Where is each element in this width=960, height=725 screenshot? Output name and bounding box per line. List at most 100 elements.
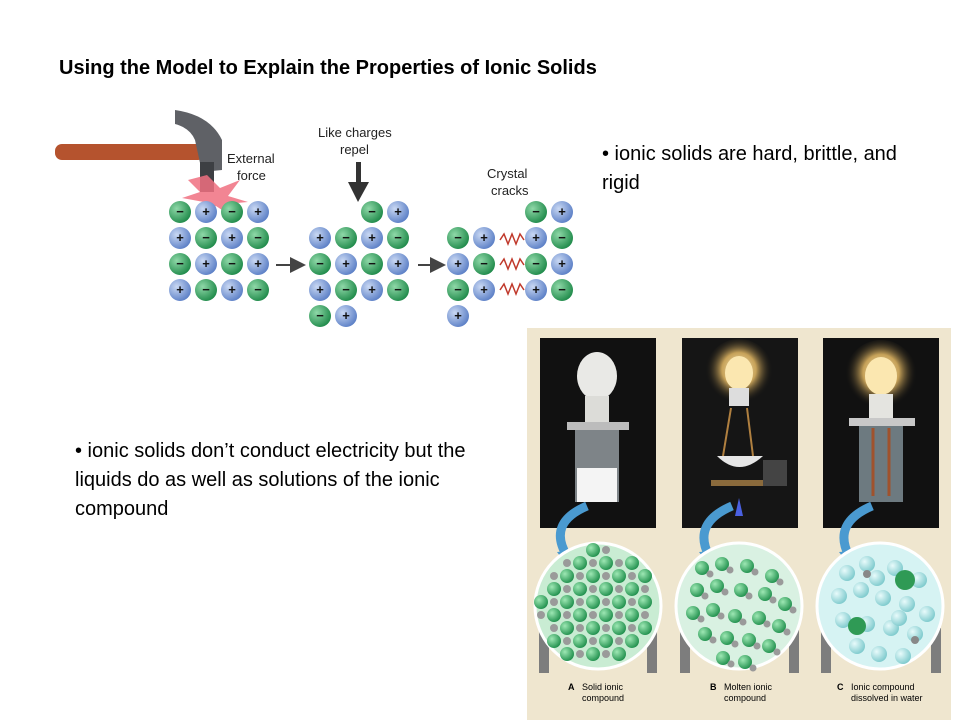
particle-icon	[849, 638, 865, 654]
impact-spark-icon	[182, 175, 248, 218]
particle-icon	[740, 559, 754, 573]
particle-icon	[628, 624, 636, 632]
particle-icon	[763, 620, 771, 628]
particle-icon	[550, 624, 558, 632]
particle-icon	[717, 612, 725, 620]
bullet-conductivity: • ionic solids don’t conduct electricity…	[75, 440, 466, 520]
svg-text:+: +	[368, 230, 376, 245]
particle-icon	[560, 621, 574, 635]
particle-icon	[749, 664, 757, 672]
particle-icon	[709, 636, 717, 644]
svg-text:−: −	[176, 256, 184, 271]
particle-icon	[625, 608, 639, 622]
particle-icon	[765, 569, 779, 583]
particle-icon	[911, 572, 927, 588]
unlit-bulb-icon	[567, 352, 629, 502]
svg-text:−: −	[454, 282, 462, 297]
cation-icon: +	[387, 201, 409, 223]
particle-icon	[563, 585, 571, 593]
particle-icon	[899, 596, 915, 612]
label-cracks: cracks	[491, 183, 529, 198]
particle-icon	[848, 617, 866, 635]
cation-icon: +	[309, 279, 331, 301]
down-arrow-icon	[348, 162, 369, 202]
particle-icon	[599, 608, 613, 622]
particle-icon	[615, 637, 623, 645]
cation-icon: +	[221, 279, 243, 301]
particle-icon	[560, 595, 574, 609]
particle-icon	[628, 598, 636, 606]
particle-icon	[895, 648, 911, 664]
particle-icon	[615, 611, 623, 619]
pointer-arrow-icon	[839, 501, 874, 559]
panel-b-caption: Molten ionic	[724, 682, 773, 692]
anion-icon: −	[525, 253, 547, 275]
cation-icon: +	[309, 227, 331, 249]
slide-title: Using the Model to Explain the Propertie…	[59, 57, 597, 79]
particle-icon	[573, 634, 587, 648]
svg-text:−: −	[342, 282, 350, 297]
particle-icon	[895, 570, 915, 590]
particle-icon	[576, 598, 584, 606]
particle-icon	[586, 621, 600, 635]
particle-icon	[602, 572, 610, 580]
particle-icon	[839, 565, 855, 581]
svg-text:+: +	[454, 256, 462, 271]
particle-icon	[706, 570, 714, 578]
particle-icon	[641, 611, 649, 619]
particle-icon	[560, 647, 574, 661]
svg-text:+: +	[254, 204, 262, 219]
panel-c-letter: C	[837, 682, 844, 692]
particle-icon	[720, 631, 734, 645]
cation-icon: +	[473, 227, 495, 249]
particle-icon	[602, 598, 610, 606]
svg-text:+: +	[228, 282, 236, 297]
svg-text:+: +	[254, 256, 262, 271]
particle-icon	[734, 583, 748, 597]
particle-icon	[835, 612, 851, 628]
svg-text:−: −	[228, 204, 236, 219]
label-repel: repel	[340, 142, 369, 157]
svg-text:+: +	[228, 230, 236, 245]
particle-icon	[612, 595, 626, 609]
particle-icon	[753, 642, 761, 650]
svg-text:−: −	[558, 282, 566, 297]
particle-icon	[550, 598, 558, 606]
particle-icon	[576, 572, 584, 580]
particle-icon	[599, 634, 613, 648]
particle-icon	[891, 610, 907, 626]
particle-icon	[563, 559, 571, 567]
pointer-arrow-icon	[699, 501, 734, 559]
particle-icon	[589, 585, 597, 593]
particle-icon	[697, 615, 705, 623]
particle-icon	[638, 621, 652, 635]
svg-text:−: −	[342, 230, 350, 245]
particle-icon	[638, 569, 652, 583]
particle-icon	[586, 595, 600, 609]
particle-icon	[628, 572, 636, 580]
svg-text:−: −	[228, 256, 236, 271]
svg-text:+: +	[558, 204, 566, 219]
particle-icon	[731, 640, 739, 648]
svg-text:+: +	[480, 282, 488, 297]
svg-text:−: −	[254, 230, 262, 245]
label-crystal: Crystal	[487, 166, 528, 181]
particle-icon	[586, 569, 600, 583]
anion-icon: −	[447, 279, 469, 301]
particle-icon	[875, 590, 891, 606]
particle-icon	[586, 647, 600, 661]
particle-icon	[695, 561, 709, 575]
svg-text:+: +	[454, 308, 462, 323]
svg-text:+: +	[202, 256, 210, 271]
cation-icon: +	[221, 227, 243, 249]
svg-text:+: +	[532, 230, 540, 245]
particle-icon	[625, 634, 639, 648]
anion-icon: −	[221, 253, 243, 275]
svg-text:+: +	[394, 256, 402, 271]
particle-icon	[869, 570, 885, 586]
panel-b-caption: compound	[724, 693, 766, 703]
svg-text:−: −	[368, 204, 376, 219]
crystal-fracture-diagram: External force Like charges repel Crysta…	[55, 110, 573, 327]
anion-icon: −	[247, 227, 269, 249]
cation-icon: +	[387, 253, 409, 275]
